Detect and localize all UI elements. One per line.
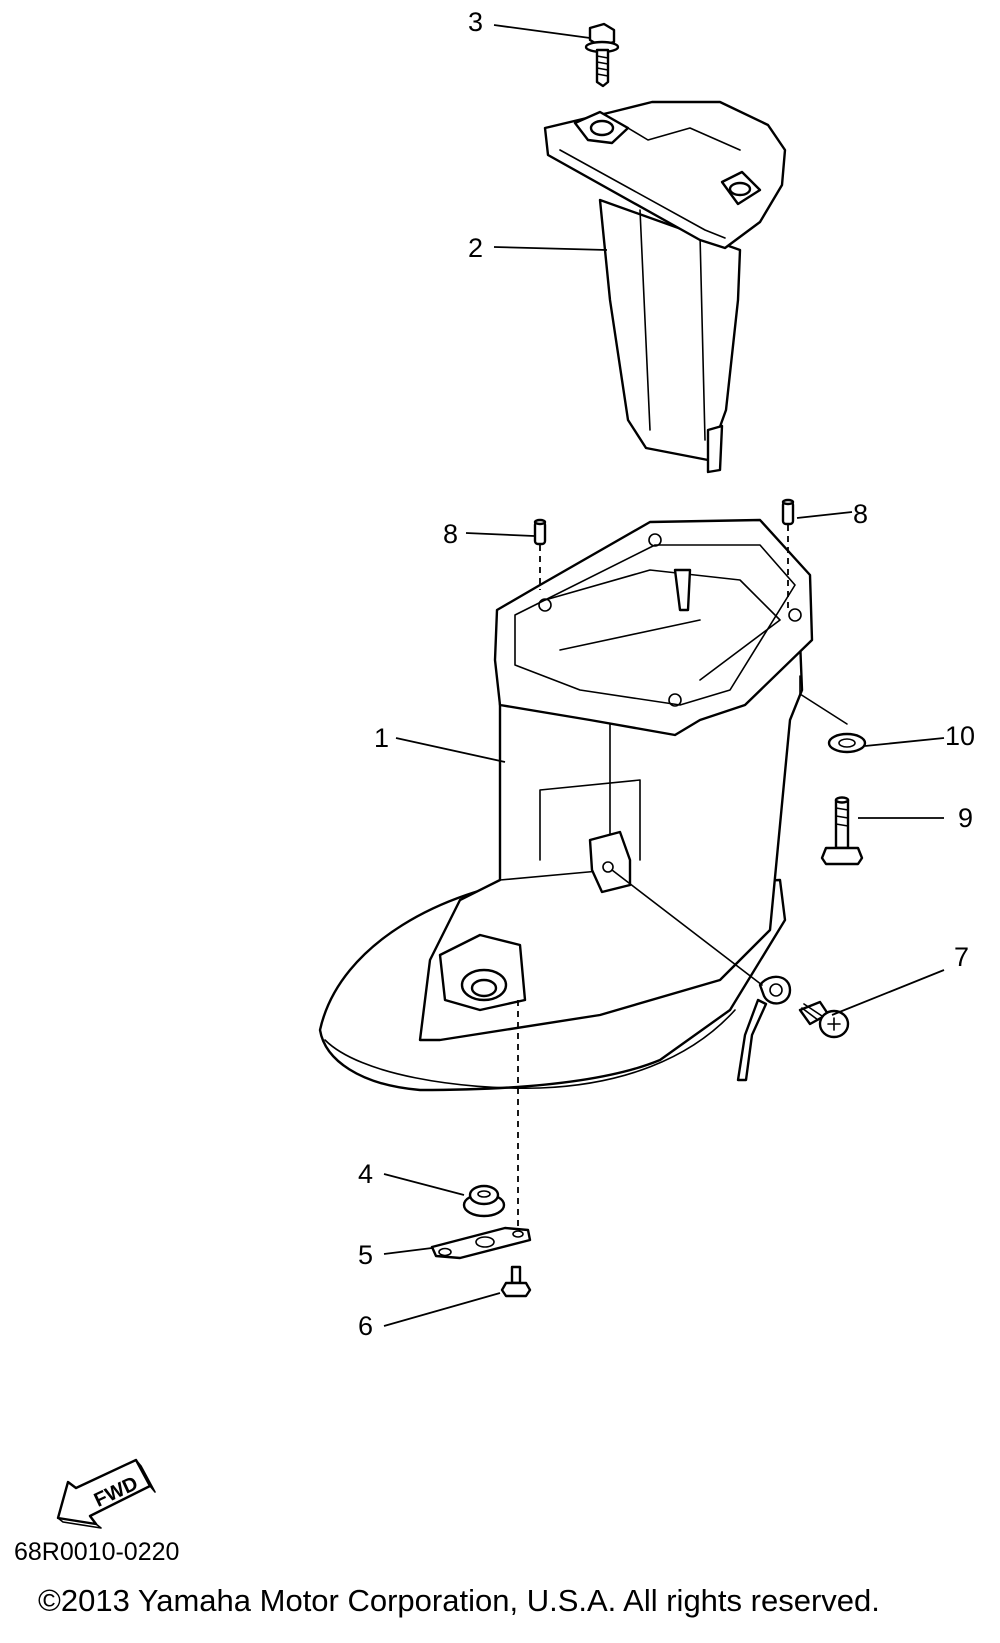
leader-line-8-left — [465, 532, 535, 537]
exhaust-guide-icon — [543, 100, 787, 474]
guide-line-washer — [799, 675, 848, 725]
leader-line-6 — [383, 1292, 501, 1327]
bolt-top-icon — [584, 22, 620, 88]
ground-lead-icon — [736, 975, 792, 1082]
plate-icon — [430, 1226, 532, 1260]
leader-line-5 — [383, 1247, 433, 1255]
dowel-pin-right-icon — [781, 498, 795, 526]
guide-line-lead — [611, 869, 763, 986]
leader-line-10 — [864, 737, 945, 747]
leader-line-7 — [831, 969, 945, 1016]
leader-line-8-right — [796, 511, 853, 519]
callout-7: 7 — [954, 942, 969, 972]
callout-9: 9 — [958, 803, 973, 833]
callout-2: 2 — [468, 233, 483, 263]
callout-5: 5 — [358, 1240, 373, 1270]
callout-1: 1 — [374, 723, 389, 753]
copyright-notice: ©2013 Yamaha Motor Corporation, U.S.A. A… — [38, 1583, 880, 1618]
callout-6: 6 — [358, 1311, 373, 1341]
grommet-icon — [462, 1184, 506, 1218]
leader-line-4 — [383, 1173, 465, 1196]
dowel-pin-left-icon — [533, 518, 547, 546]
screw-icon — [798, 1000, 850, 1039]
leader-line-3 — [493, 24, 591, 39]
callout-8-right: 8 — [853, 499, 868, 529]
washer-icon — [827, 732, 867, 754]
leader-line-2 — [493, 246, 608, 251]
callout-3: 3 — [468, 7, 483, 37]
bolt-right-icon — [820, 796, 864, 866]
bolt-bottom-icon — [500, 1265, 532, 1298]
callout-8-left: 8 — [443, 519, 458, 549]
diagram-code: 68R0010-0220 — [14, 1538, 180, 1566]
callout-4: 4 — [358, 1159, 373, 1189]
leader-line-1 — [395, 737, 506, 763]
drive-shaft-housing-icon — [318, 518, 814, 1092]
callout-10: 10 — [945, 721, 975, 751]
fwd-arrow-icon: FWD — [56, 1458, 156, 1529]
